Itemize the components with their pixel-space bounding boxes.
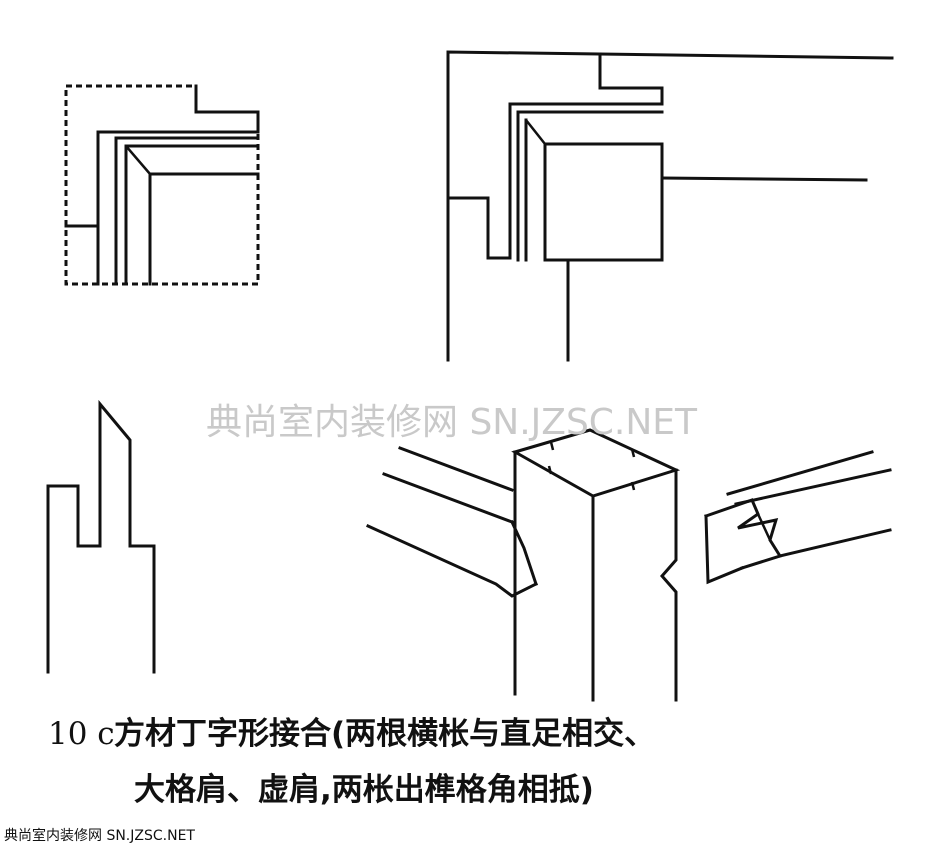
caption-line-2: 大格肩、虚肩,两枨出榫格角相抵) [134,772,594,808]
caption-line-1: 方材丁字形接合(两根横枨与直足相交、 [114,716,655,752]
top-right-corner-section [446,50,894,362]
footer-source-text: 典尚室内装修网 SN.JZSC.NET [4,827,195,844]
watermark-text: 典尚室内装修网 SN.JZSC.NET [206,402,698,443]
top-left-corner-section [64,84,260,286]
bottom-right-3d-joint [366,428,892,702]
figure-number: 10 c [48,716,115,752]
bottom-left-tenon-profile [46,399,156,674]
